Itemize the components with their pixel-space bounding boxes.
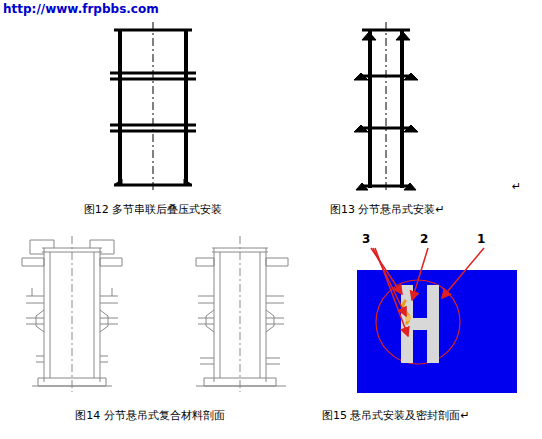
callout-number: 3 [362,232,370,246]
figure-caption: 图15 悬吊式安装及密封剖面↵ [322,409,470,422]
figure-14 [22,236,288,392]
figure-caption: 图14 分节悬吊式复合材料剖面 [75,409,225,422]
figure-caption: 图12 多节串联后叠压式安装 [84,203,223,216]
figure-12 [110,22,196,190]
watermark: http://www.frpbbs.com [3,2,159,16]
figure-13 [354,22,418,192]
return-mark: ↵ [512,180,521,193]
callout-number: 1 [477,232,485,246]
figure-15 [357,248,517,393]
callout-number: 2 [420,232,428,246]
figure-caption: 图13 分节悬吊式安装↵ [330,203,445,216]
